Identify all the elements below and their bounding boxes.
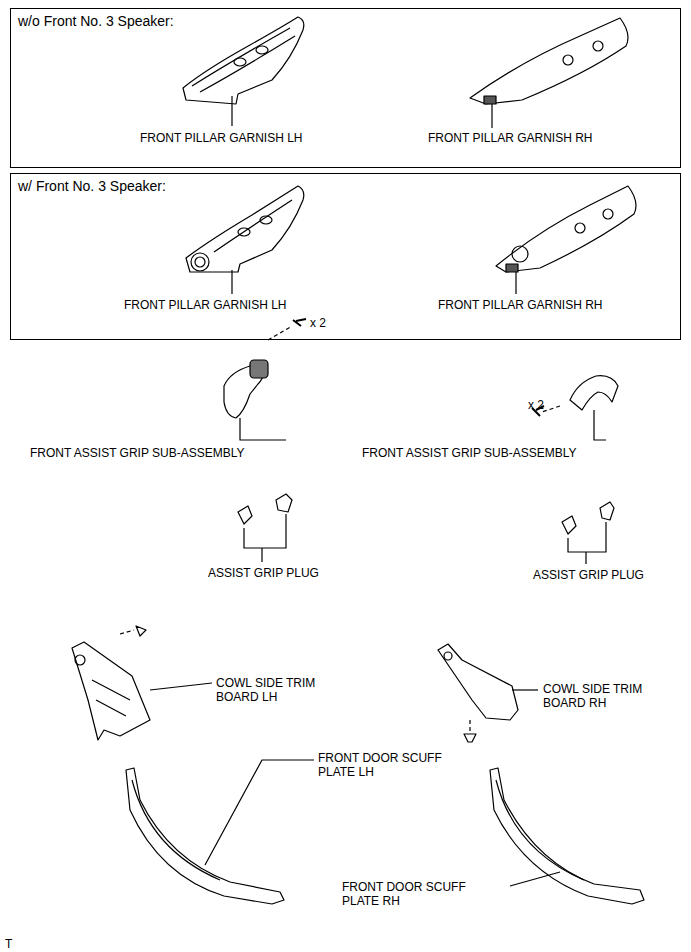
quantity-note: x 2 bbox=[310, 316, 326, 330]
part-name: FRONT ASSIST GRIP SUB-ASSEMBLY bbox=[362, 446, 577, 460]
cowl-side-trim-rh bbox=[438, 644, 538, 742]
part-name: FRONT ASSIST GRIP SUB-ASSEMBLY bbox=[30, 446, 245, 460]
part-name: FRONT PILLAR GARNISH RH bbox=[428, 131, 592, 145]
part-name: FRONT DOOR SCUFF PLATE RH bbox=[342, 880, 482, 908]
variant-box: w/ Front No. 3 Speaker: bbox=[10, 173, 681, 340]
pillar-garnish-rh bbox=[470, 18, 628, 128]
assist-grip-lh bbox=[224, 319, 306, 440]
pillar-garnish-lh-speaker bbox=[186, 186, 304, 294]
door-scuff-plate-lh bbox=[126, 760, 314, 904]
part-name: ASSIST GRIP PLUG bbox=[533, 568, 644, 582]
quantity-note: x 2 bbox=[528, 398, 544, 412]
part-name: FRONT PILLAR GARNISH RH bbox=[438, 298, 602, 312]
assist-grip-plug-lh bbox=[238, 494, 292, 562]
pillar-garnish-lh bbox=[183, 17, 304, 126]
part-name: FRONT PILLAR GARNISH LH bbox=[140, 131, 302, 145]
part-name: FRONT DOOR SCUFF PLATE LH bbox=[318, 751, 458, 779]
cowl-side-trim-lh bbox=[72, 626, 212, 740]
variant-heading: w/o Front No. 3 Speaker: bbox=[18, 13, 174, 29]
part-name: COWL SIDE TRIM BOARD RH bbox=[543, 682, 653, 710]
door-scuff-plate-rh bbox=[490, 768, 644, 904]
assist-grip-rh bbox=[532, 376, 618, 440]
part-name: COWL SIDE TRIM BOARD LH bbox=[216, 676, 326, 704]
assist-grip-plug-rh bbox=[562, 502, 614, 564]
quantity-note: T bbox=[5, 937, 12, 951]
pillar-garnish-rh-speaker bbox=[496, 186, 636, 294]
part-name: FRONT PILLAR GARNISH LH bbox=[124, 298, 286, 312]
part-name: ASSIST GRIP PLUG bbox=[208, 566, 319, 580]
variant-heading: w/ Front No. 3 Speaker: bbox=[18, 178, 166, 194]
